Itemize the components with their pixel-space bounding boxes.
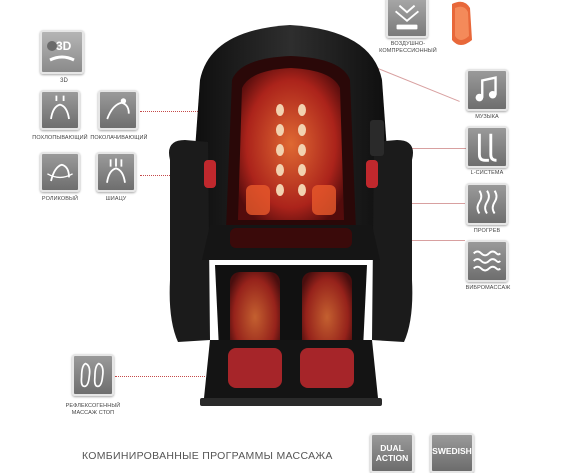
leader-vibration <box>405 240 465 241</box>
vibration-waves-icon <box>473 250 501 272</box>
patting-tile <box>98 90 138 130</box>
air-compression-tile <box>386 0 428 38</box>
heat-waves-icon <box>476 190 498 215</box>
vibration-tile <box>466 240 508 282</box>
air-cushion-icon <box>452 1 472 45</box>
leader-l-track <box>380 148 466 149</box>
svg-text:3D: 3D <box>56 39 72 53</box>
rolling-caption: РОЛИКОВЫЙ <box>41 196 79 202</box>
programs-title: КОМБИНИРОВАННЫЕ ПРОГРАММЫ МАССАЖА <box>82 450 333 462</box>
foot-caption: РЕФЛЕКСОГЕННЫЙ МАССАЖ СТОП <box>65 403 121 416</box>
patting-caption: ПОКОЛАЧИВАЮЩИЙ <box>90 135 148 141</box>
leader-tapping <box>140 111 202 112</box>
leader-heat <box>395 203 465 204</box>
massage-chair-image <box>169 25 413 406</box>
patting-hand-icon <box>106 98 130 120</box>
vibration-caption: ВИБРОМАССАЖ <box>465 285 511 291</box>
feet-icon <box>80 362 104 388</box>
tapping-hand-icon <box>50 95 70 120</box>
rolling-hand-icon <box>47 163 73 182</box>
swedish-button: SWEDISH <box>430 433 474 473</box>
music-caption: МУЗЫКА <box>475 114 499 120</box>
tapping-tile <box>40 90 80 130</box>
rolling-tile <box>40 152 80 192</box>
3d-caption: 3D <box>60 78 68 84</box>
music-note-icon <box>475 76 497 102</box>
music-tile <box>466 69 508 111</box>
3d-tile: 3D <box>40 30 84 74</box>
foot-tile <box>72 354 114 396</box>
l-track-icon <box>477 133 497 162</box>
leader-foot <box>115 376 205 377</box>
air-compression-caption: ВОЗДУШНО-КОМПРЕССИОННЫЙ <box>379 41 437 54</box>
air-compression-icon <box>394 4 420 30</box>
shiatsu-caption: ШИАЦУ <box>105 196 127 202</box>
tapping-caption: ПОХЛОПЫВАЮЩИЙ <box>32 135 88 141</box>
shiatsu-hand-icon <box>106 158 126 183</box>
dual-action-button: DUAL ACTION <box>370 433 414 473</box>
shiatsu-tile <box>96 152 136 192</box>
l-track-tile <box>466 126 508 168</box>
heat-tile <box>466 183 508 225</box>
l-track-caption: L-СИСТЕМА <box>470 170 504 176</box>
heat-caption: ПРОГРЕВ <box>473 228 501 234</box>
3d-rollers-icon: 3D <box>47 39 75 62</box>
